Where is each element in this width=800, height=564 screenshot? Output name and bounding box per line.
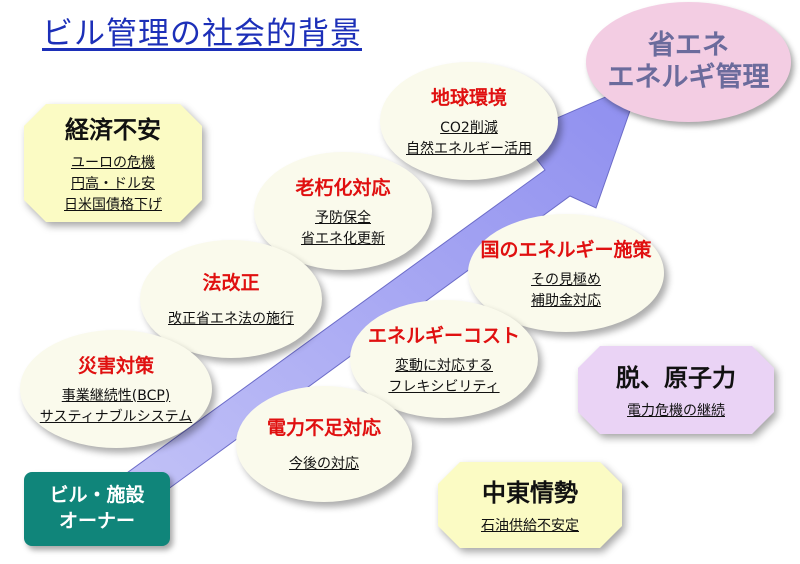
bubble-line: 補助金対応 [531,292,601,309]
goal-line-1: 省エネ [648,29,729,61]
box-middle-east-shadow: 中東情勢 石油供給不安定 [438,462,622,548]
box-denuclear: 脱、原子力 電力危機の継続 [578,346,774,434]
box-line: 日米国債格下げ [64,197,162,213]
bubble-heading: 災害対策 [77,354,154,377]
box-heading: 脱、原子力 [616,364,736,392]
bubble-power-shortage: 電力不足対応 今後の対応 [236,386,412,502]
box-middle-east: 中東情勢 石油供給不安定 [438,462,622,548]
bubble-disaster: 災害対策 事業継続性(BCP) サスティナブルシステム [20,330,212,448]
bubble-heading: 電力不足対応 [266,417,381,439]
bubble-line: CO2削減 [440,119,498,136]
bubble-law-revision: 法改正 改正省エネ法の施行 [140,240,322,358]
arrow-shape [119,81,641,507]
bubble-line: 事業継続性(BCP) [61,387,171,404]
goal-line-2: エネルギ管理 [607,62,770,93]
bubble-line: 予防保全 [315,209,371,226]
owner-line-1: ビル・施設 [49,484,145,507]
bubble-line: 自然エネルギー活用 [406,140,532,157]
bubble-heading: 国のエネルギー施策 [480,238,652,261]
bubble-line: 変動に対応する [395,357,493,374]
box-economic-anxiety: 経済不安 ユーロの危機 円高・ドル安 日米国債格下げ [24,104,202,222]
bubble-energy-cost: エネルギーコスト 変動に対応する フレキシビリティ [350,300,538,418]
owner-box: ビル・施設 オーナー [24,472,170,546]
page-title: ビル管理の社会的背景 [42,16,362,52]
bubble-heading: エネルギーコスト [367,324,520,347]
bubble-line: 省エネ化更新 [301,230,385,247]
box-economic-anxiety-shadow: 経済不安 ユーロの危機 円高・ドル安 日米国債格下げ [24,104,202,222]
bubble-line: 改正省エネ法の施行 [168,311,294,327]
bubble-line: フレキシビリティ [388,378,500,395]
bubble-heading: 法改正 [202,272,260,294]
box-heading: 中東情勢 [482,479,578,507]
box-denuclear-shadow: 脱、原子力 電力危機の継続 [578,346,774,434]
box-heading: 経済不安 [65,116,161,144]
owner-line-2: オーナー [58,510,135,532]
box-line: ユーロの危機 [71,155,155,171]
goal-ellipse: 省エネ エネルギ管理 [586,2,791,122]
box-line: 電力危機の継続 [627,403,725,419]
box-line: 円高・ドル安 [71,176,155,192]
bubble-heading: 地球環境 [430,86,507,109]
bubble-global-environment: 地球環境 CO2削減 自然エネルギー活用 [380,62,558,180]
box-line: 石油供給不安定 [481,518,579,534]
bubble-line: その見極め [531,271,601,288]
bubble-line: 今後の対応 [289,456,359,472]
bubble-heading: 老朽化対応 [295,176,391,199]
bubble-line: サスティナブルシステム [39,408,193,425]
